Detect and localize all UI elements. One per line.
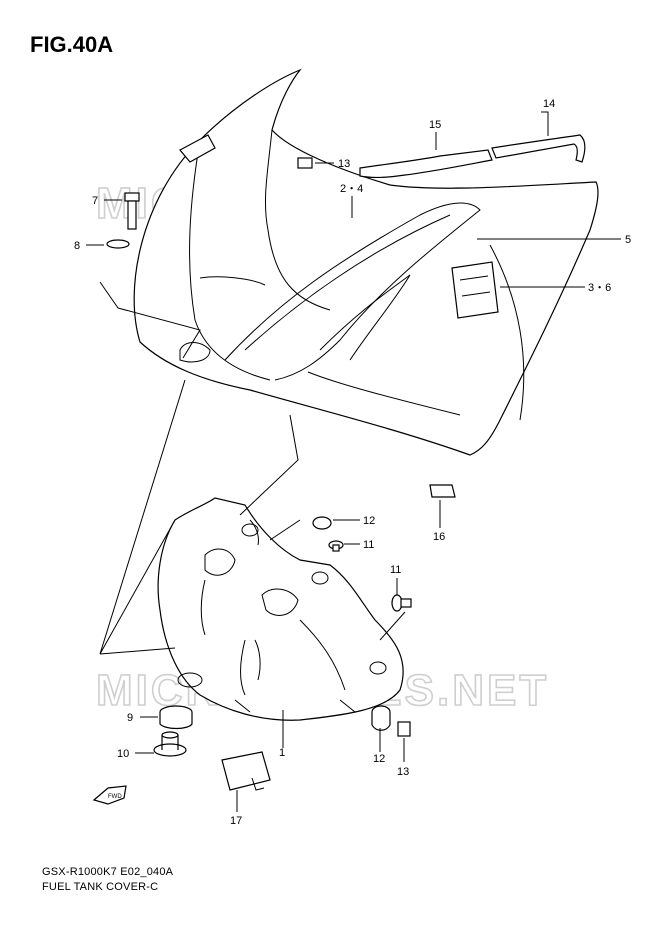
callout-10: 10 xyxy=(117,748,129,760)
trim-strips xyxy=(359,134,586,178)
fwd-arrow-icon: FWD xyxy=(92,785,127,805)
clip-13-lower xyxy=(397,721,411,737)
grommet-9 xyxy=(159,705,193,730)
collar-10 xyxy=(153,731,187,757)
callout-1: 1 xyxy=(279,747,285,759)
fuel-tank-cover xyxy=(133,68,599,456)
callout-3-6: 3・6 xyxy=(588,282,611,294)
callout-16: 16 xyxy=(433,531,445,543)
bolt-11-upper xyxy=(328,540,344,552)
callout-14: 14 xyxy=(543,98,555,110)
callout-12-upper: 12 xyxy=(363,515,375,527)
washer-8 xyxy=(106,239,130,249)
pad-17 xyxy=(221,751,271,791)
callout-2-4: 2・4 xyxy=(340,183,363,195)
callout-7: 7 xyxy=(92,195,98,207)
grommet-12-upper xyxy=(312,516,332,530)
callout-8: 8 xyxy=(74,240,80,252)
callout-13-top: 13 xyxy=(338,158,350,170)
callout-15: 15 xyxy=(429,119,441,131)
callout-11-upper: 11 xyxy=(363,539,374,551)
callout-11-right: 11 xyxy=(390,564,401,576)
fwd-arrow-label: FWD xyxy=(108,794,122,800)
bolt-11-right xyxy=(391,594,412,612)
figure-title: FIG.40A xyxy=(30,32,114,57)
figure-name: FUEL TANK COVER-C xyxy=(42,881,159,893)
callout-12-lower: 12 xyxy=(373,753,385,765)
model-code: GSX-R1000K7 E02_040A xyxy=(42,866,174,878)
callout-9: 9 xyxy=(127,712,133,724)
clip-16 xyxy=(429,484,456,498)
clip-13-top xyxy=(297,157,313,169)
callout-5: 5 xyxy=(625,234,631,246)
screw-7 xyxy=(124,192,140,230)
callout-17: 17 xyxy=(230,815,242,827)
bracket-1 xyxy=(157,497,404,721)
callout-13-lower: 13 xyxy=(397,766,409,778)
grommet-12-lower xyxy=(371,705,391,731)
